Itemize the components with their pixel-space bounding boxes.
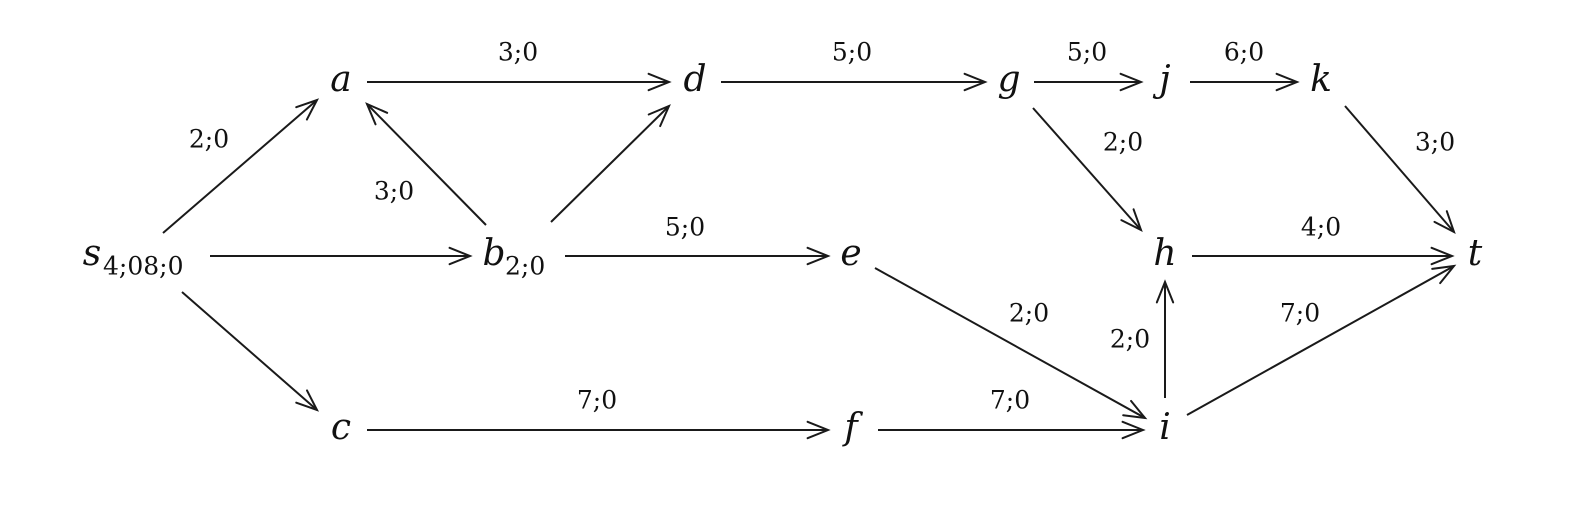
edge-line-k-t — [1344, 105, 1455, 233]
node-subscript-b: 2;0 — [505, 252, 545, 281]
edge-f-i: 7;0 — [878, 386, 1146, 440]
node-label-b: b — [482, 233, 505, 274]
arrowhead-icon — [295, 389, 320, 412]
edge-e-i: 2;0 — [874, 267, 1148, 420]
node-k: k — [1310, 59, 1332, 100]
edge-d-g: 5;0 — [721, 38, 988, 92]
node-label-e: e — [840, 233, 861, 274]
edge-k-t: 3;0 — [1344, 105, 1456, 235]
edge-label-a-d: 3;0 — [498, 38, 538, 67]
edge-i-h: 2;0 — [1110, 279, 1175, 398]
edge-label-i-h: 2;0 — [1110, 325, 1150, 354]
edge-b-e: 5;0 — [565, 213, 831, 266]
edge-label-h-t: 4;0 — [1301, 213, 1341, 242]
node-label-a: a — [330, 59, 351, 100]
arrowhead-icon — [806, 420, 831, 440]
arrowhead-icon — [1119, 72, 1144, 92]
edge-s-c — [181, 291, 320, 412]
node-label-k: k — [1310, 59, 1332, 100]
edge-b-d — [550, 104, 671, 223]
arrowhead-icon — [1431, 264, 1457, 285]
node-label-d: d — [683, 59, 706, 100]
edge-b-a: 3;0 — [365, 102, 487, 226]
edge-line-g-h — [1032, 107, 1142, 231]
edge-label-i-t: 7;0 — [1280, 299, 1320, 328]
node-label-h: h — [1153, 233, 1176, 274]
edge-label-e-i: 2;0 — [1009, 299, 1049, 328]
edge-s-b — [210, 246, 473, 266]
edge-line-i-t — [1186, 265, 1455, 416]
node-j: j — [1152, 59, 1170, 100]
node-subscript-s: 4;08;0 — [103, 252, 183, 281]
edge-c-f: 7;0 — [367, 386, 831, 440]
arrowhead-icon — [1433, 210, 1456, 235]
node-label-i: i — [1159, 407, 1171, 448]
arrowhead-icon — [1430, 246, 1455, 266]
edge-label-k-t: 3;0 — [1415, 128, 1455, 157]
edge-line-e-i — [874, 267, 1146, 419]
edge-i-t: 7;0 — [1186, 264, 1457, 416]
arrowhead-icon — [647, 104, 671, 128]
node-label-s: s — [83, 233, 101, 274]
edge-line-s-a — [162, 99, 318, 234]
node-label-c: c — [331, 407, 351, 448]
node-label-j: j — [1152, 59, 1170, 100]
edge-a-d: 3;0 — [367, 38, 672, 92]
edge-line-b-a — [366, 103, 487, 226]
edge-g-j: 5;0 — [1034, 38, 1144, 92]
arrowhead-icon — [963, 72, 988, 92]
edge-s-a: 2;0 — [162, 98, 320, 234]
arrowhead-icon — [1122, 399, 1148, 420]
arrowhead-icon — [806, 246, 831, 266]
edge-h-t: 4;0 — [1192, 213, 1455, 266]
arrowhead-icon — [1275, 72, 1300, 92]
edge-label-s-a: 2;0 — [189, 125, 229, 154]
node-d: d — [683, 59, 706, 100]
node-h: h — [1153, 233, 1176, 274]
arrowhead-icon — [365, 102, 389, 126]
edge-label-f-i: 7;0 — [990, 386, 1030, 415]
edge-label-b-a: 3;0 — [374, 177, 414, 206]
arrowhead-icon — [1155, 279, 1175, 304]
node-label-g: g — [997, 59, 1020, 100]
edge-j-k: 6;0 — [1190, 38, 1300, 92]
arrowhead-icon — [1121, 420, 1146, 440]
edge-label-g-h: 2;0 — [1103, 128, 1143, 157]
arrowhead-icon — [448, 246, 473, 266]
edge-label-j-k: 6;0 — [1224, 38, 1264, 67]
node-g: g — [997, 59, 1020, 100]
edge-line-b-d — [550, 105, 670, 223]
node-a: a — [330, 59, 351, 100]
arrowhead-icon — [295, 98, 320, 121]
node-c: c — [331, 407, 351, 448]
edge-label-c-f: 7;0 — [577, 386, 617, 415]
node-label-f: f — [841, 407, 863, 448]
edge-line-s-c — [181, 291, 318, 411]
node-label-t: t — [1468, 233, 1483, 274]
node-t: t — [1468, 233, 1483, 274]
edge-g-h: 2;0 — [1032, 107, 1143, 233]
node-i: i — [1159, 407, 1171, 448]
edge-label-d-g: 5;0 — [832, 38, 872, 67]
arrowhead-icon — [647, 72, 672, 92]
arrowhead-icon — [1120, 208, 1143, 233]
node-f: f — [841, 407, 863, 448]
edge-label-g-j: 5;0 — [1067, 38, 1107, 67]
edge-label-b-e: 5;0 — [665, 213, 705, 242]
node-e: e — [840, 233, 861, 274]
